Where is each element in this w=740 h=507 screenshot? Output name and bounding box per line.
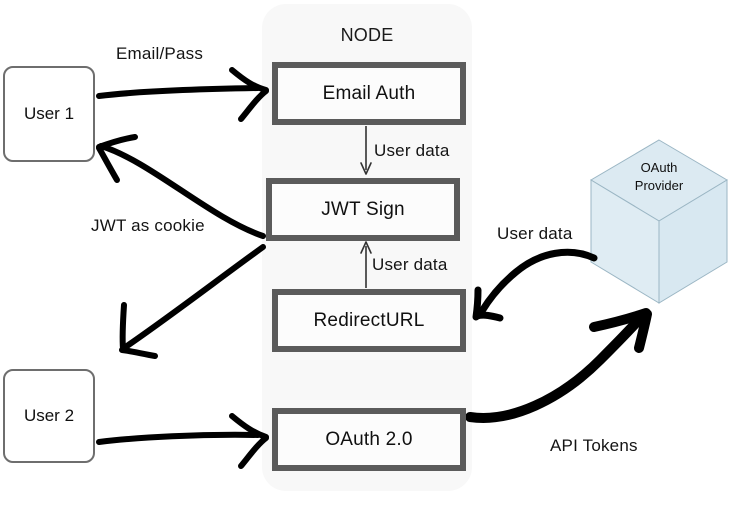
process-box-jwt-sign[interactable]: JWT Sign	[266, 178, 460, 241]
edge-label-email-pass: Email/Pass	[116, 44, 204, 63]
process-label-jwt-sign: JWT Sign	[321, 198, 405, 220]
actor-label-user1: User 1	[23, 104, 75, 123]
edge-oauth2-to-provider-arrow	[465, 308, 652, 423]
edge-jwt-sign-to-user1-arrow	[96, 134, 266, 239]
oauth-provider-label-line2: Provider	[634, 177, 684, 193]
edge-jwt-sign-to-user2-arrow	[119, 244, 266, 359]
process-box-oauth2[interactable]: OAuth 2.0	[272, 408, 466, 471]
edge-redirect-to-jwt-sign-arrow	[360, 241, 372, 288]
process-box-email-auth[interactable]: Email Auth	[272, 62, 466, 125]
edge-provider-to-redirect-url-arrow	[472, 248, 598, 322]
edge-label-user-data-redirect: User data	[372, 255, 448, 274]
edge-label-user-data-provider: User data	[497, 224, 573, 243]
node-region-title: NODE	[340, 25, 394, 45]
actor-label-user2: User 2	[23, 406, 75, 425]
actor-box-user1[interactable]: User 1	[3, 66, 95, 162]
oauth-provider-cube	[590, 139, 728, 304]
edge-label-jwt-as-cookie: JWT as cookie	[91, 216, 205, 235]
edge-label-user-data-email-auth: User data	[374, 141, 450, 160]
oauth-provider-label: OAuth Provider	[609, 159, 709, 194]
oauth-provider-label-line1: OAuth	[640, 160, 678, 175]
edge-user2-to-oauth2-arrow	[96, 413, 269, 469]
edge-email-auth-to-jwt-sign-arrow	[360, 126, 372, 175]
edge-user1-to-email-auth-arrow	[96, 67, 269, 122]
edge-label-api-tokens: API Tokens	[550, 436, 638, 455]
actor-box-user2[interactable]: User 2	[3, 369, 95, 463]
process-label-redirect-url: RedirectURL	[313, 309, 425, 331]
process-label-email-auth: Email Auth	[322, 82, 416, 104]
process-label-oauth2: OAuth 2.0	[325, 428, 413, 450]
process-box-redirect-url[interactable]: RedirectURL	[272, 289, 466, 352]
